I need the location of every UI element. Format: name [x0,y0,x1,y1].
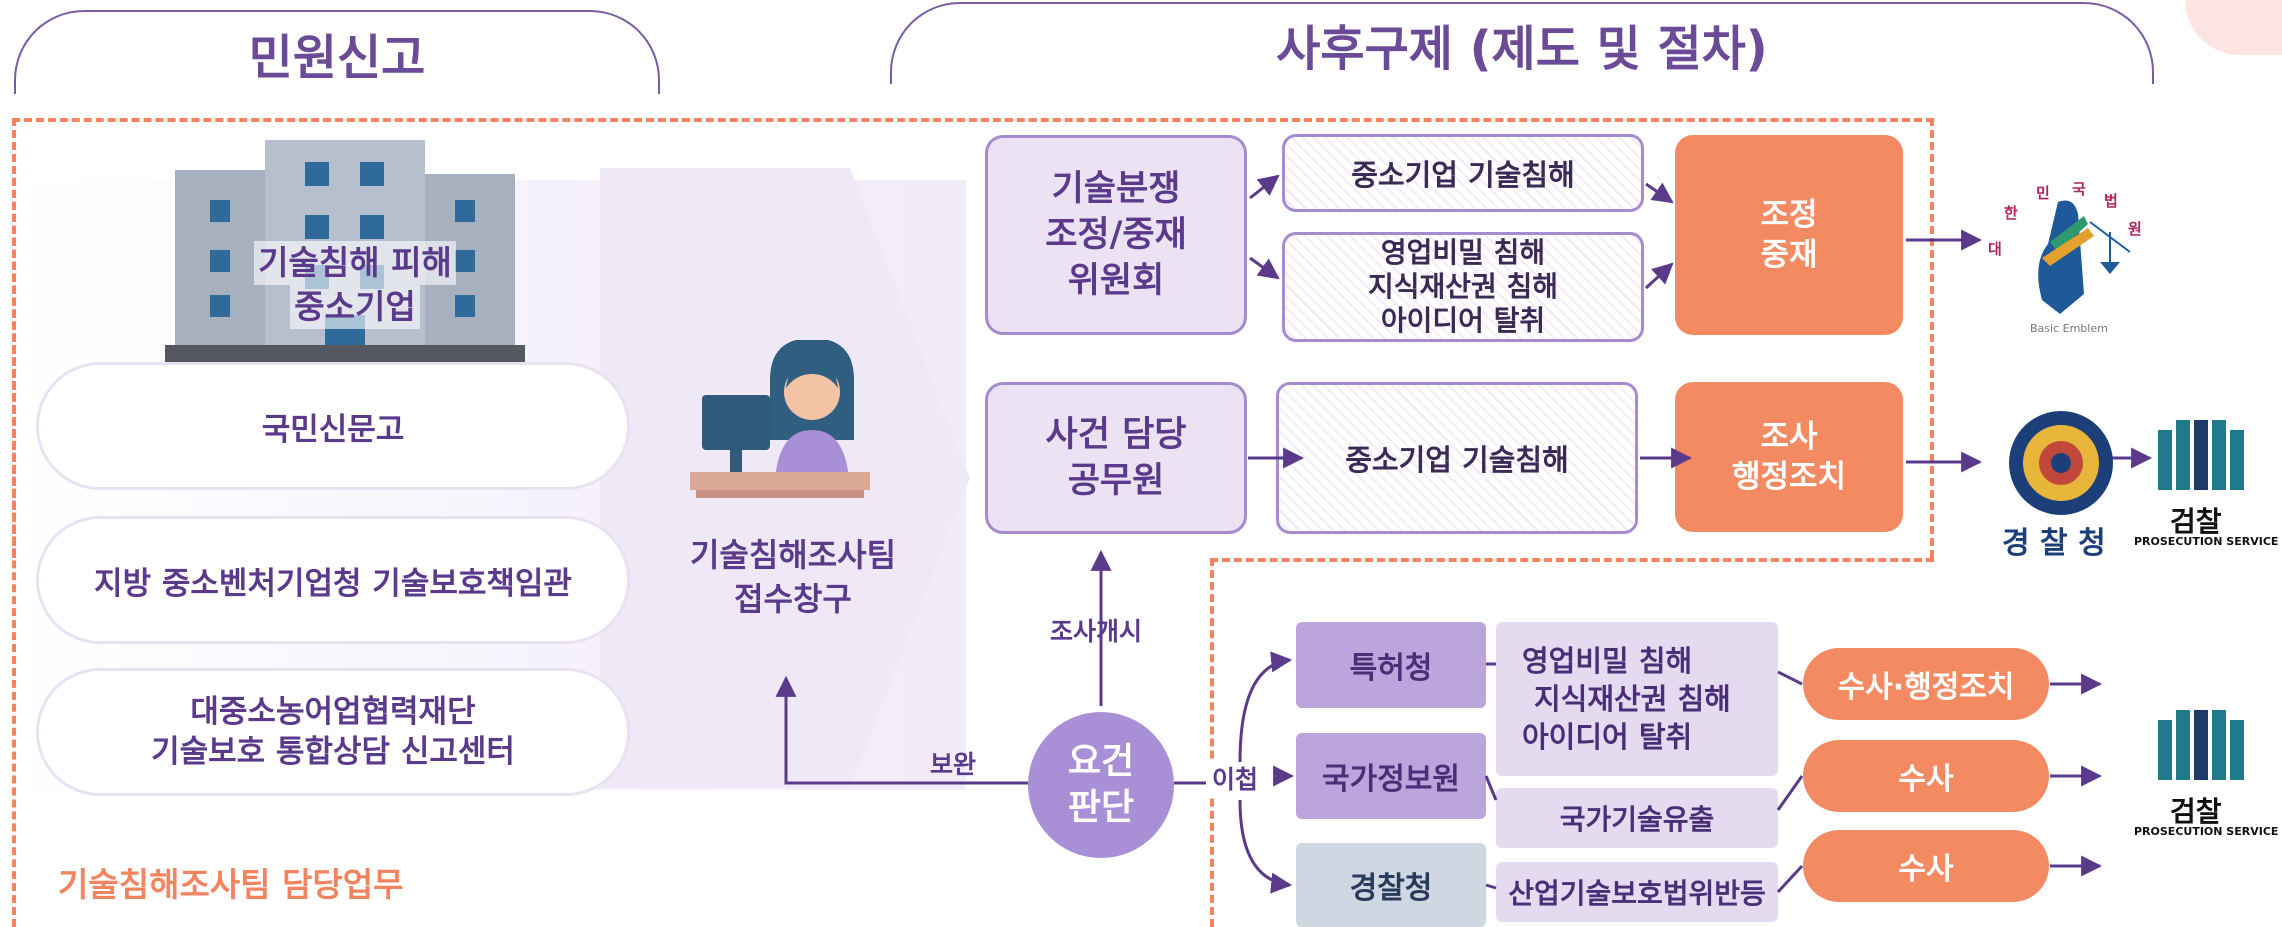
header-remedy-label: 사후구제 (제도 및 절차) [1276,21,1768,77]
outcome-patent: 수사·행정조치 [1803,648,2049,720]
agency-case-nis: 국가기술유출 [1496,788,1778,848]
investigation-box: 조사 행정조치 [1675,382,1903,532]
police-name: 경 찰 청 [2002,518,2106,562]
court-ring-char-4: 국 [2072,180,2086,198]
prosecution-logo-icon [2158,420,2244,490]
mediation-box: 조정 중재 [1675,135,1903,335]
prosecution-en-top-text: PROSECUTION SERVICE [2134,535,2279,548]
remedy-bottom-edge [1210,558,1934,562]
start-investigation-label: 조사개시 [1050,612,1143,648]
committee-line2: 조정/중재 [1045,215,1187,255]
supplement-label: 보완 [930,745,976,781]
channel-sinmungo-label: 국민신문고 [261,411,405,448]
agency-case-police: 산업기술보호법위반등 [1496,862,1778,922]
committee-case-bottom-line2: 지식재산권 침해 [1367,270,1559,303]
channel-foundation[interactable]: 대중소농어업협력재단 기술보호 통합상담 신고센터 [36,668,630,796]
agency-case-patent-line3: 아이디어 탈취 [1522,720,1693,754]
prosecution-logo-icon-bottom [2158,710,2244,780]
supplement-text: 보완 [930,750,977,779]
prosecution-name-top-text: 검찰 [2170,505,2222,538]
official-line1: 사건 담당 [1045,415,1187,455]
start-investigation-text: 조사개시 [1050,617,1143,646]
prosecution-en-bottom: PROSECUTION SERVICE [2134,825,2278,838]
outcome-police-label: 수사 [1898,852,1954,887]
agency-patent: 특허청 [1296,622,1486,708]
team-area-divider [1210,558,1214,927]
investigation-line1: 조사 [1760,419,1818,455]
prosecution-en-bottom-text: PROSECUTION SERVICE [2134,825,2279,838]
agency-nis-label: 국가정보원 [1322,762,1460,797]
court-ring-char-5: 법 [2104,192,2118,210]
prosecution-en-top: PROSECUTION SERVICE [2134,535,2278,548]
court-ring-char-6: 원 [2128,220,2142,238]
team-duty-text: 기술침해조사팀 담당업무 [58,865,404,904]
team-duty-area-bottom [12,118,16,927]
police-name-text: 경 찰 청 [2002,526,2106,561]
reception-line1: 기술침해조사팀 [689,536,897,574]
committee-line1: 기술분쟁 [1051,169,1181,209]
agency-case-patent-line1: 영업비밀 침해 [1522,644,1693,678]
court-ring-char-2: 한 [2004,204,2018,222]
transfer-text: 이첩 [1212,765,1259,794]
outcome-nis-label: 수사 [1898,762,1954,797]
building-label-line1: 기술침해 피해 [254,241,456,285]
outcome-police: 수사 [1803,830,2049,902]
mediation-line1: 조정 [1760,197,1818,233]
outcome-nis: 수사 [1803,740,2049,812]
official-box: 사건 담당 공무원 [985,382,1247,534]
committee-case-bottom-line1: 영업비밀 침해 [1380,236,1546,269]
channel-regional-officer[interactable]: 지방 중소벤처기업청 기술보호책임관 [36,516,630,644]
transfer-label: 이첩 [1210,760,1261,796]
decision-circle: 요건 판단 [1028,712,1174,858]
prosecution-name-bottom-text: 검찰 [2170,795,2222,828]
building-label-line2: 중소기업 [290,285,420,329]
channel-sinmungo[interactable]: 국민신문고 [36,362,630,490]
court-emblem-caption-text: Basic Emblem [2030,322,2108,335]
receptionist-icon [690,340,870,498]
prosecution-name-bottom: 검찰 [2170,790,2222,830]
committee-case-bottom-line3: 아이디어 탈취 [1380,304,1546,337]
channel-regional-officer-label: 지방 중소벤처기업청 기술보호책임관 [94,565,572,602]
agency-case-police-label: 산업기술보호법위반등 [1508,877,1766,910]
official-case-label: 중소기업 기술침해 [1345,443,1569,477]
court-emblem-icon: 대 한 민 국 법 원 [1988,180,2142,314]
header-remedy: 사후구제 (제도 및 절차) [890,2,2154,84]
decision-line2: 판단 [1067,787,1135,828]
court-ring-char-1: 대 [1988,240,2002,258]
channel-foundation-line1: 대중소농어업협력재단 [190,694,476,730]
header-complaint: 민원신고 [14,10,660,94]
mediation-line2: 중재 [1760,237,1818,273]
agency-patent-label: 특허청 [1349,651,1433,686]
police-emblem-icon [2009,411,2113,515]
header-complaint-label: 민원신고 [248,30,426,86]
investigation-line2: 행정조치 [1731,459,1847,495]
committee-box: 기술분쟁 조정/중재 위원회 [985,135,1247,335]
reception-label: 기술침해조사팀 접수창구 [668,532,918,622]
reception-line2: 접수창구 [734,580,852,618]
agency-case-nis-label: 국가기술유출 [1559,803,1715,836]
team-duty-label: 기술침해조사팀 담당업무 [58,858,403,906]
decision-line1: 요건 [1067,741,1135,782]
remedy-right-edge [1930,118,1934,558]
agency-case-patent: 영업비밀 침해 지식재산권 침해 아이디어 탈취 [1496,622,1778,776]
agency-police: 경찰청 [1296,843,1486,927]
court-emblem-caption: Basic Emblem [2030,322,2108,335]
court-ring-char-3: 민 [2036,184,2050,202]
agency-police-label: 경찰청 [1349,871,1433,906]
prosecution-name-top: 검찰 [2170,500,2222,540]
agency-case-patent-line2: 지식재산권 침해 [1534,682,1731,716]
agency-nis: 국가정보원 [1296,733,1486,819]
official-line2: 공무원 [1067,461,1165,501]
committee-case-top: 중소기업 기술침해 [1282,134,1644,212]
building-label: 기술침해 피해 중소기업 [205,235,505,335]
committee-case-bottom: 영업비밀 침해 지식재산권 침해 아이디어 탈취 [1282,232,1644,342]
committee-line3: 위원회 [1067,261,1165,301]
channel-foundation-line2: 기술보호 통합상담 신고센터 [151,734,515,770]
outcome-patent-label: 수사·행정조치 [1837,670,2015,705]
committee-case-top-label: 중소기업 기술침해 [1351,158,1575,192]
